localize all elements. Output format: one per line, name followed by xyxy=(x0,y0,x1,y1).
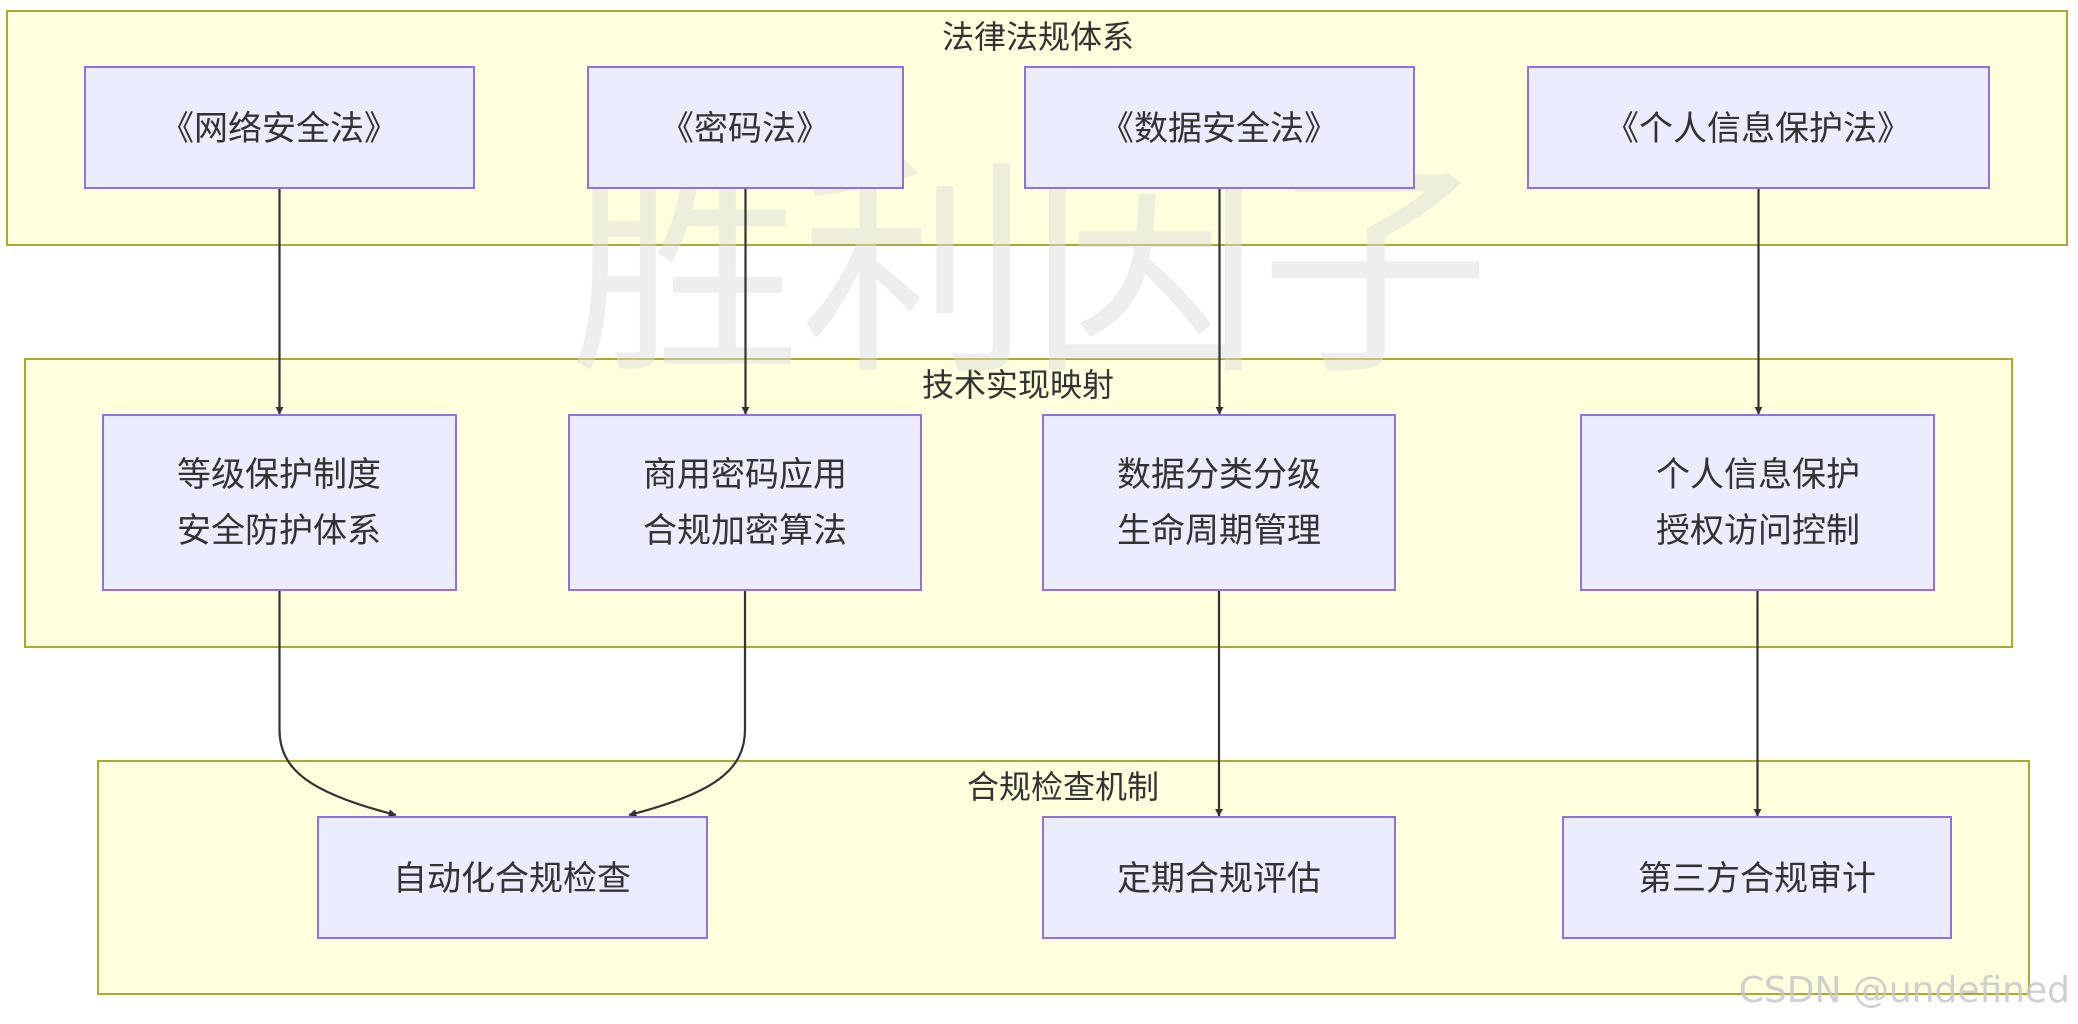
node-label: 《数据安全法》 xyxy=(1100,109,1338,149)
cluster-title-laws: 法律法规体系 xyxy=(942,18,1134,56)
edges-layer xyxy=(275,188,1763,818)
node-label: 自动化合规检查 xyxy=(393,859,631,899)
node-third-party-audit[interactable]: 第三方合规审计 xyxy=(1562,816,1952,939)
node-cybersecurity-law[interactable]: 《网络安全法》 xyxy=(84,66,475,189)
node-label: 第三方合规审计 xyxy=(1638,859,1876,899)
node-label-line1: 商用密码应用 xyxy=(643,455,847,495)
node-label-line2: 授权访问控制 xyxy=(1656,511,1860,551)
node-label-line2: 合规加密算法 xyxy=(643,511,847,551)
node-data-security-law[interactable]: 《数据安全法》 xyxy=(1024,66,1415,189)
node-label: 《网络安全法》 xyxy=(160,109,398,149)
node-personal-info-protection[interactable]: 个人信息保护 授权访问控制 xyxy=(1580,414,1935,591)
node-commercial-crypto[interactable]: 商用密码应用 合规加密算法 xyxy=(568,414,922,591)
node-cryptography-law[interactable]: 《密码法》 xyxy=(587,66,904,189)
node-label-line1: 个人信息保护 xyxy=(1656,455,1860,495)
node-pipl-law[interactable]: 《个人信息保护法》 xyxy=(1527,66,1990,189)
edge-tech_mlps-to-check_auto xyxy=(278,590,397,818)
node-mlps[interactable]: 等级保护制度 安全防护体系 xyxy=(102,414,457,591)
node-label-line1: 等级保护制度 xyxy=(177,455,381,495)
watermark-corner: CSDN @undefined xyxy=(1739,970,2070,1011)
node-label-line1: 数据分类分级 xyxy=(1117,455,1321,495)
node-data-classification[interactable]: 数据分类分级 生命周期管理 xyxy=(1042,414,1396,591)
node-label: 定期合规评估 xyxy=(1117,859,1321,899)
edge-tech_crypto-to-check_auto xyxy=(628,590,747,818)
node-periodic-assessment[interactable]: 定期合规评估 xyxy=(1042,816,1396,939)
node-label: 《个人信息保护法》 xyxy=(1605,109,1911,149)
cluster-title-tech: 技术实现映射 xyxy=(922,366,1114,404)
node-automated-check[interactable]: 自动化合规检查 xyxy=(317,816,708,939)
node-label-line2: 生命周期管理 xyxy=(1117,511,1321,551)
cluster-title-check: 合规检查机制 xyxy=(967,768,1159,806)
node-label: 《密码法》 xyxy=(660,109,830,149)
node-label-line2: 安全防护体系 xyxy=(177,511,381,551)
nodes-layer: 《网络安全法》 《密码法》 《数据安全法》 《个人信息保护法》 等级保护制度 安… xyxy=(84,66,1990,939)
